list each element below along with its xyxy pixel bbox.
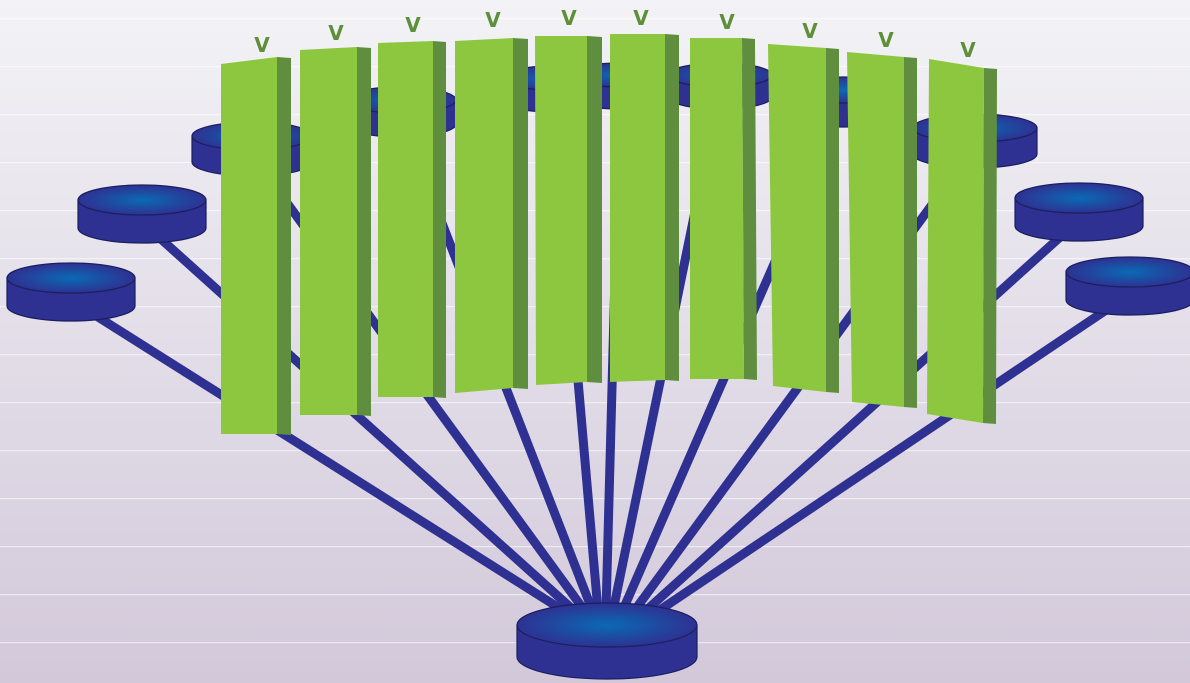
panel-face — [927, 59, 984, 423]
connection-line — [66, 295, 580, 623]
firewall-panel — [610, 34, 679, 382]
firewall-panel — [927, 59, 997, 424]
database-disk-icon — [6, 262, 136, 294]
hub-group — [516, 602, 698, 680]
panel-side — [826, 48, 839, 393]
database-disk-icon — [516, 602, 698, 648]
node-disk-1 — [6, 262, 136, 322]
firewall-panels — [221, 34, 997, 435]
front-node-disks — [6, 182, 1190, 322]
panel-face — [847, 52, 904, 407]
panel-face — [768, 44, 826, 392]
panel-side — [587, 36, 602, 383]
panel-label: V — [328, 21, 344, 45]
panel-labels: V V V V V V V V V V — [254, 6, 976, 62]
panel-face — [535, 36, 587, 385]
panel-side — [433, 41, 446, 398]
connection-line — [635, 215, 1084, 621]
firewall-panel — [378, 41, 446, 398]
panel-face — [690, 38, 744, 379]
database-disk-icon — [77, 184, 207, 216]
connection-line — [643, 289, 1135, 623]
firewall-panel — [690, 38, 757, 380]
panel-label: V — [633, 6, 649, 30]
panel-label: V — [405, 13, 421, 37]
firewall-panel — [847, 52, 917, 408]
node-disk-10 — [1014, 182, 1144, 242]
panel-label: V — [561, 6, 577, 30]
hub-disk — [516, 602, 698, 680]
panel-side — [983, 68, 997, 424]
panel-side — [277, 57, 291, 435]
panel-label: V — [254, 33, 270, 57]
database-disk-icon — [1065, 256, 1190, 288]
panel-label: V — [485, 8, 501, 32]
panel-face — [610, 34, 665, 382]
panel-face — [221, 57, 277, 434]
background-stripe — [0, 402, 1190, 404]
panel-side — [357, 47, 371, 416]
database-disk-icon — [1014, 182, 1144, 214]
background-stripe — [0, 498, 1190, 500]
panel-side — [742, 38, 757, 380]
firewall-panel — [535, 36, 602, 385]
firewall-panel — [300, 47, 371, 416]
node-disk-11 — [1065, 256, 1190, 316]
panel-face — [378, 41, 433, 397]
panel-side — [513, 38, 528, 389]
firewall-panel — [455, 38, 528, 393]
panel-side — [904, 57, 917, 408]
panel-side — [665, 34, 679, 381]
firewall-panel — [221, 57, 291, 435]
panel-label: V — [802, 19, 818, 43]
firewall-panel — [768, 44, 839, 393]
panel-label: V — [878, 28, 894, 52]
background-stripe — [0, 18, 1190, 20]
node-disk-2 — [77, 184, 207, 244]
background-stripe — [0, 450, 1190, 452]
panel-face — [300, 47, 357, 415]
panel-label: V — [960, 38, 976, 62]
panel-label: V — [719, 10, 735, 34]
connection-line — [137, 217, 585, 621]
panel-face — [455, 38, 513, 393]
